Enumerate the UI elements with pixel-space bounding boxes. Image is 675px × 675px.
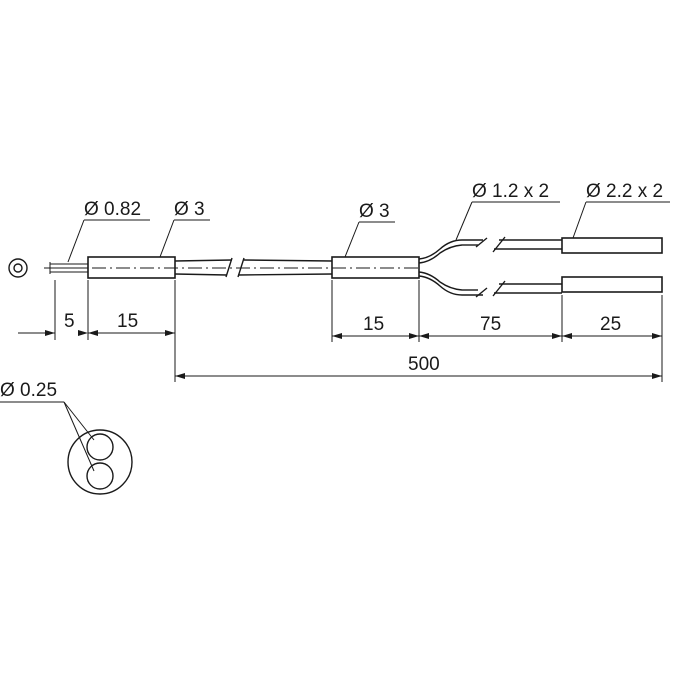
- dimension-lines: [18, 330, 662, 379]
- end-connector-bottom: [561, 276, 663, 293]
- tip-length-dimension: 5: [64, 311, 75, 332]
- total-length-dimension: 500: [408, 354, 440, 375]
- right-sleeve-length-dimension: 15: [363, 314, 384, 335]
- end-length-dimension: 25: [600, 314, 621, 335]
- left-sleeve-diameter-label: Ø 3: [174, 199, 205, 220]
- end-diameter-label: Ø 2.2 x 2: [586, 181, 663, 202]
- cross-section-detail: [0, 401, 133, 495]
- diameter-leaders: [67, 201, 670, 263]
- cable-fork: [418, 237, 488, 298]
- left-sleeve-length-dimension: 15: [117, 311, 138, 332]
- end-view-symbol: [8, 258, 28, 278]
- cable-section-left: [174, 257, 233, 278]
- branch-cables: [492, 236, 562, 297]
- branch-length-dimension: 75: [480, 314, 501, 335]
- branch-diameter-label: Ø 1.2 x 2: [472, 181, 549, 202]
- tip-diameter-label: Ø 0.82: [84, 199, 141, 220]
- fiber-diameter-label: Ø 0.25: [0, 380, 57, 401]
- extension-lines: [54, 280, 663, 382]
- end-connector-top: [561, 237, 663, 254]
- right-sleeve-diameter-label: Ø 3: [359, 201, 390, 222]
